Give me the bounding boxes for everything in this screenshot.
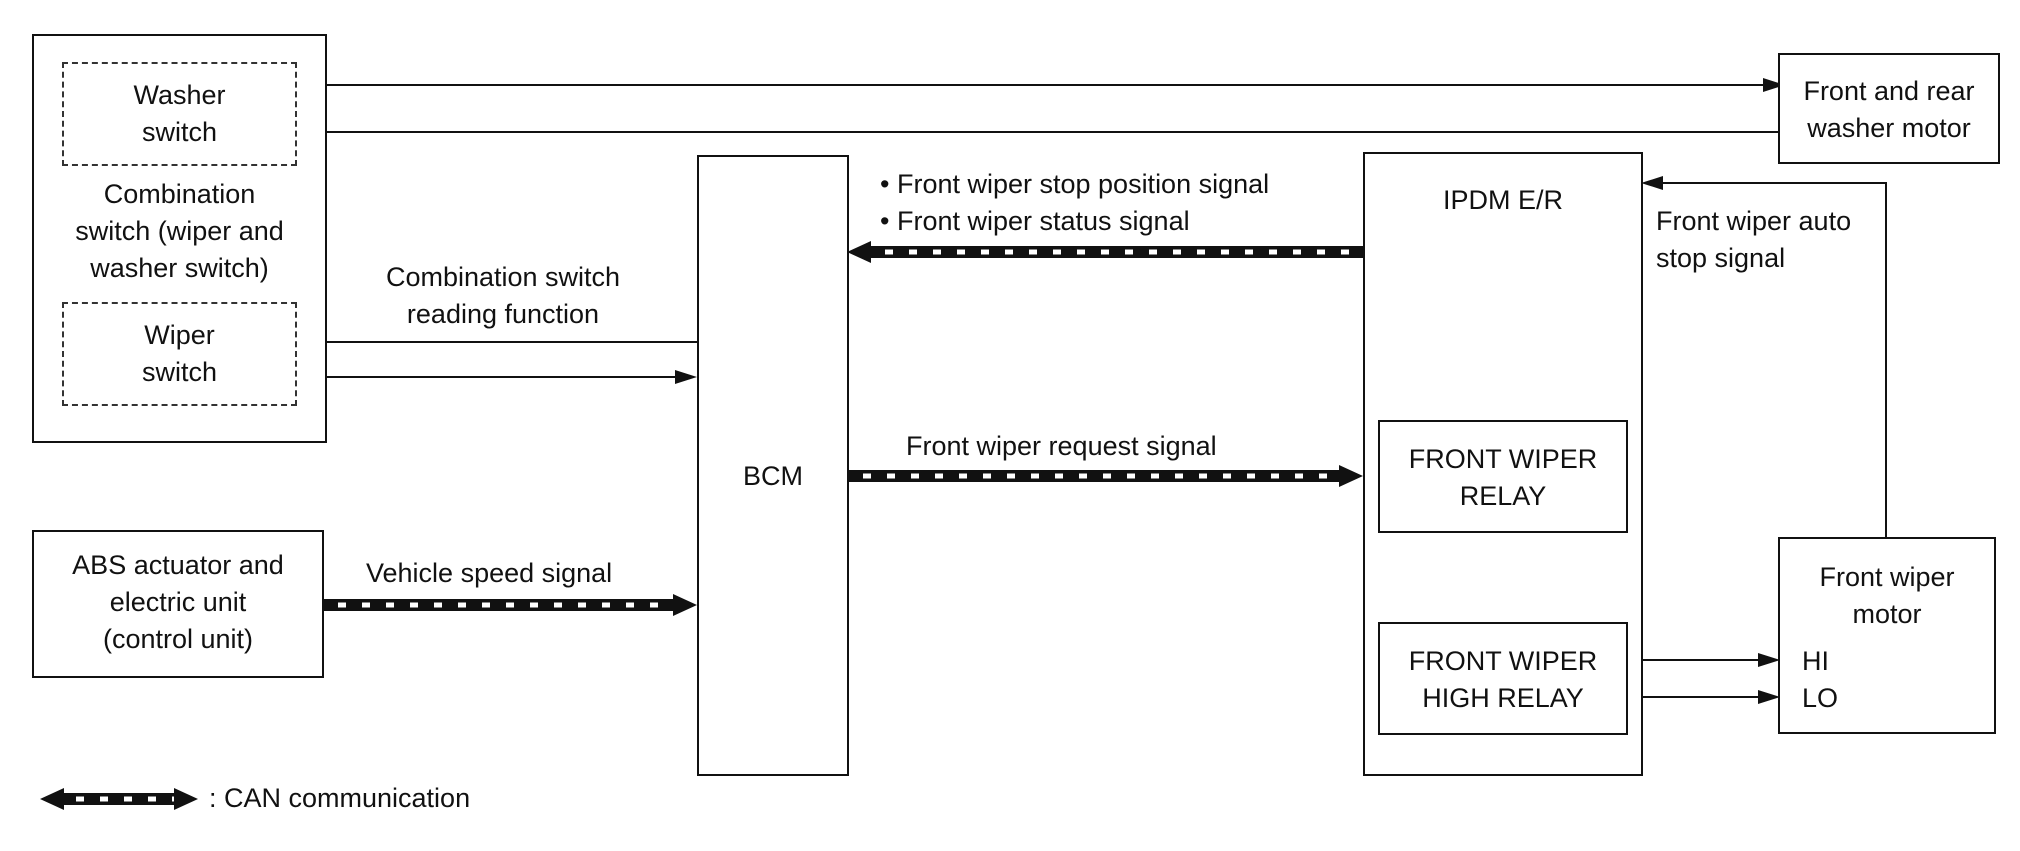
wiper-switch-block: Wiper switch [62, 302, 297, 406]
combination-switch-reading-line-2: reading function [406, 299, 600, 329]
wiper-switch-to-bcm-line [296, 370, 697, 384]
washer-motor-to-washer-switch-line [298, 125, 1778, 139]
wiper-motor-terminal-hi: HI [1802, 646, 1829, 676]
combination-switch-title: Combination switch (wiper and washer swi… [34, 176, 325, 287]
vehicle-speed-signal-label: Vehicle speed signal [366, 558, 613, 588]
stop-position-signal-label: • Front wiper stop position signal [880, 169, 1270, 199]
can-abs-to-bcm [324, 594, 697, 616]
combination-switch-reading-label: Combination switch reading function [386, 259, 620, 333]
wiper-motor-label-line-2: motor [1852, 599, 1922, 629]
front-wiper-relay-block: FRONT WIPER RELAY [1378, 420, 1628, 533]
abs-label-line-2: electric unit [109, 587, 247, 617]
auto-stop-signal-line-2: stop signal [1656, 243, 1786, 273]
front-wiper-relay-label-line-2: RELAY [1459, 481, 1547, 511]
high-relay-to-hi-line [1627, 653, 1780, 667]
combination-switch-reading-line-1: Combination switch [385, 262, 621, 292]
washer-switch-label-line-1: Washer [133, 80, 226, 110]
washer-motor-label-line-2: washer motor [1807, 113, 1971, 143]
legend-can-communication-label: : CAN communication [209, 783, 471, 813]
front-wiper-request-signal-label: Front wiper request signal [906, 431, 1217, 461]
status-signal-label: • Front wiper status signal [880, 206, 1190, 236]
abs-actuator-block: ABS actuator and electric unit (control … [32, 530, 324, 678]
can-bcm-to-ipdm [849, 465, 1363, 487]
front-wiper-high-relay-label-line-2: HIGH RELAY [1422, 683, 1584, 713]
washer-switch-to-washer-motor-line [296, 78, 1785, 92]
washer-switch-block: Washer switch [62, 62, 297, 166]
legend-can-symbol [40, 788, 198, 810]
auto-stop-signal-line [1641, 176, 1887, 537]
wiper-motor-label-line-1: Front wiper [1819, 562, 1955, 592]
auto-stop-signal-line-1: Front wiper auto [1656, 206, 1852, 236]
wiper-motor-terminal-lo: LO [1802, 683, 1839, 713]
washer-switch-label-line-2: switch [141, 117, 217, 147]
front-wiper-high-relay-block: FRONT WIPER HIGH RELAY [1378, 622, 1628, 735]
can-ipdm-to-bcm [847, 241, 1363, 263]
bcm-to-wiper-switch-line [298, 335, 697, 349]
wiper-switch-label-line-2: switch [141, 357, 217, 387]
ipdm-er-label: IPDM E/R [1442, 185, 1563, 215]
washer-motor-label-line-1: Front and rear [1803, 76, 1975, 106]
bcm-block: BCM [697, 155, 849, 776]
combination-switch-title-line-1: Combination [103, 179, 256, 209]
wiper-motor-block: Front wiper motor HI LO [1778, 537, 1996, 734]
combination-switch-title-line-3: washer switch) [90, 253, 269, 283]
auto-stop-signal-label: Front wiper auto stop signal [1656, 203, 1851, 277]
combination-switch-title-line-2: switch (wiper and [75, 216, 284, 246]
washer-motor-block: Front and rear washer motor [1778, 53, 2000, 164]
abs-label-line-1: ABS actuator and [72, 550, 284, 580]
high-relay-to-lo-line [1627, 690, 1780, 704]
ipdm-to-bcm-signals-label: • Front wiper stop position signal • Fro… [880, 166, 1269, 240]
front-wiper-high-relay-label-line-1: FRONT WIPER [1408, 646, 1598, 676]
wiper-switch-label-line-1: Wiper [144, 320, 215, 350]
front-wiper-relay-label-line-1: FRONT WIPER [1408, 444, 1598, 474]
bcm-label: BCM [743, 461, 803, 491]
abs-label-line-3: (control unit) [102, 624, 254, 654]
